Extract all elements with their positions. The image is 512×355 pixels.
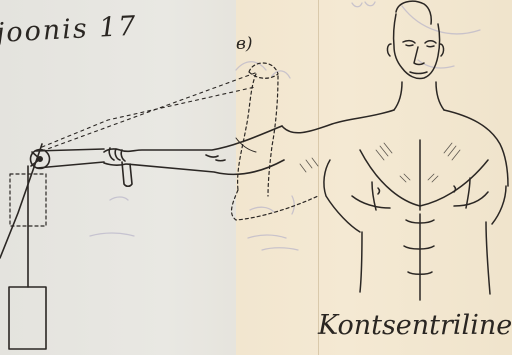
pulley-apparatus: [0, 73, 255, 349]
extended-arm: [104, 126, 284, 186]
athlete-figure: [282, 1, 508, 300]
panel-label: в): [236, 34, 253, 54]
caption: Kontsentriline töö: [318, 310, 512, 341]
show-through: [90, 2, 480, 250]
